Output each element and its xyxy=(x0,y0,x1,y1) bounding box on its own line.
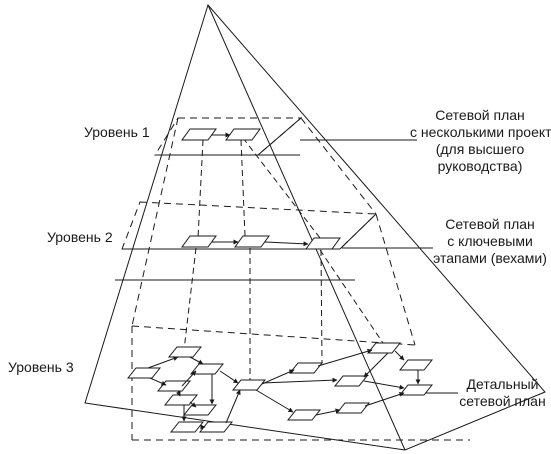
level-2-label: Уровень 2 xyxy=(47,229,113,245)
node-l2-c xyxy=(305,237,341,250)
arrow-l3-12 xyxy=(261,369,295,385)
node-l3-5 xyxy=(163,394,199,406)
level-1-right-edge xyxy=(257,117,302,156)
description-1-line-2: с несколькими проектами xyxy=(410,124,551,140)
arrow-l3-5 xyxy=(176,390,181,397)
level-2-right-edge xyxy=(339,213,377,250)
connector-2-3d xyxy=(319,249,384,344)
node-l3-16 xyxy=(398,384,434,396)
description-3-line-1: Детальный xyxy=(466,376,539,392)
level-2-slice xyxy=(121,201,378,250)
arrow-l3-4 xyxy=(181,370,197,387)
connector-2-3a xyxy=(183,247,197,351)
arrow-l3-21 xyxy=(363,352,389,378)
arrow-l2-b xyxy=(264,241,309,247)
description-1-line-3: (для высшего xyxy=(435,141,525,157)
description-2-line-1: Сетевой план xyxy=(445,216,535,232)
prism-edge-right-2 xyxy=(375,213,416,346)
node-l2-b xyxy=(234,235,270,248)
connector-1-2c xyxy=(242,137,321,239)
node-l1-a xyxy=(181,128,217,141)
description-level-1: Сетевой план с несколькими проектами (дл… xyxy=(410,107,551,175)
description-3-line-2: сетевой план xyxy=(459,393,546,409)
level-3-rear-top xyxy=(131,325,416,346)
node-l3-4 xyxy=(189,363,225,375)
connector-1-2b xyxy=(240,139,246,237)
node-l3-11 xyxy=(286,409,322,421)
arrow-l3-15 xyxy=(317,348,373,367)
description-1-line-1: Сетевой план xyxy=(435,107,525,123)
arrow-l3-18 xyxy=(363,380,405,390)
arrow-l3-11 xyxy=(225,389,241,424)
description-level-3: Детальный сетевой план xyxy=(455,376,550,410)
connector-1-2a xyxy=(197,139,204,239)
arrow-l3-10 xyxy=(219,370,239,384)
arrow-l3-16 xyxy=(315,408,341,416)
description-1-line-4: руководства) xyxy=(437,158,523,174)
prism-edge-right xyxy=(300,117,377,215)
arrow-l3-14 xyxy=(261,377,338,384)
node-l3-15 xyxy=(398,359,434,371)
arrow-l3-19 xyxy=(364,392,405,407)
pyramid-front-edge xyxy=(207,4,406,451)
node-l3-10 xyxy=(288,362,324,374)
node-l3-13 xyxy=(335,402,371,414)
node-l3-1 xyxy=(126,367,162,379)
arrow-l3-3 xyxy=(189,356,204,365)
arrow-l3-17 xyxy=(394,350,405,361)
node-l1-b xyxy=(225,128,261,141)
level-3-label: Уровень 3 xyxy=(8,359,74,375)
level-1-label: Уровень 1 xyxy=(84,124,150,140)
description-level-2: Сетевой план с ключевыми этапами (вехами… xyxy=(430,216,550,267)
node-l2-a xyxy=(181,235,217,248)
node-l3-12 xyxy=(333,375,369,387)
description-2-line-2: с ключевыми xyxy=(447,233,533,249)
level-2-back-plane xyxy=(121,201,378,250)
arrow-l3-2 xyxy=(149,377,167,386)
arrow-l3-13 xyxy=(255,389,294,413)
node-l3-7 xyxy=(169,421,205,433)
level-3-slice xyxy=(115,279,470,441)
prism-edge-left xyxy=(131,117,179,327)
level-1-slice xyxy=(154,117,303,156)
node-l3-6 xyxy=(182,404,218,416)
node-l3-9 xyxy=(231,379,267,391)
arrow-l3-6 xyxy=(189,401,197,408)
arrow-l3-1 xyxy=(147,356,179,369)
node-l3-2 xyxy=(167,346,203,358)
connector-2-3c xyxy=(320,249,323,364)
description-2-line-3: этапами (вехами) xyxy=(433,250,547,266)
